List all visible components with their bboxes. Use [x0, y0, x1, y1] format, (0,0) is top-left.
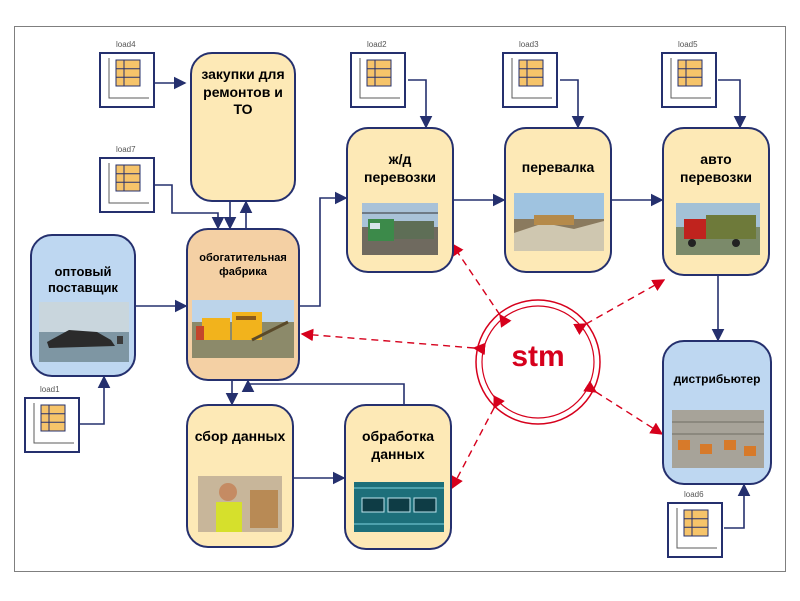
wire-dataprocessing-plant: [241, 379, 405, 404]
barge-photo: [39, 302, 129, 362]
stm-label[interactable]: stm: [511, 340, 565, 373]
node-data-collection[interactable]: сбор данных: [186, 404, 294, 548]
node-transshipment[interactable]: перевалка: [504, 127, 612, 273]
load5-label: load5: [678, 40, 698, 49]
load2-table-icon[interactable]: [350, 52, 406, 108]
load1-table-icon[interactable]: [24, 397, 80, 453]
wire-load3-transshipment: [560, 79, 585, 129]
node-supplier-label: оптовый поставщик: [48, 264, 118, 296]
transshipment-photo: [514, 193, 604, 251]
node-auto[interactable]: авто перевозки: [662, 127, 770, 276]
node-distributor-label: дистрибьютер: [673, 372, 761, 386]
wire-load2-rail: [408, 79, 433, 129]
stm-circle: [475, 299, 601, 425]
warehouse-photo: [672, 410, 764, 468]
stm-link-dataprocessing: [451, 395, 505, 490]
load4-label: load4: [116, 40, 136, 49]
wire-plant-rail: [300, 191, 348, 307]
plant-photo: [192, 300, 294, 358]
node-rail-label: ж/д перевозки: [364, 151, 436, 185]
node-auto-label: авто перевозки: [680, 151, 752, 185]
node-supplier[interactable]: оптовый поставщик: [30, 234, 136, 377]
node-rail[interactable]: ж/д перевозки: [346, 127, 454, 273]
train-photo: [362, 203, 438, 255]
stm-link-auto: [573, 279, 666, 335]
load3-table-icon[interactable]: [502, 52, 558, 108]
load6-table-icon[interactable]: [667, 502, 723, 558]
worker-photo: [198, 476, 282, 532]
load5-table-icon[interactable]: [661, 52, 717, 108]
node-data-processing-label: обработка данных: [361, 428, 435, 462]
wire-load5-auto: [718, 79, 747, 129]
node-data-collection-label: сбор данных: [194, 428, 286, 444]
load7-table-icon[interactable]: [99, 157, 155, 213]
load3-label: load3: [519, 40, 539, 49]
node-transshipment-label: перевалка: [521, 159, 595, 175]
node-distributor[interactable]: дистрибьютер: [662, 340, 772, 485]
load4-table-icon[interactable]: [99, 52, 155, 108]
stm-link-plant: [300, 328, 486, 356]
truck-photo: [676, 203, 760, 255]
load2-label: load2: [367, 40, 387, 49]
load7-label: load7: [116, 145, 136, 154]
stm-link-distributor: [583, 380, 664, 435]
node-plant-label: обогатительная фабрика: [199, 252, 287, 278]
node-plant[interactable]: обогатительная фабрика: [186, 228, 300, 381]
node-procurement-label: закупки для ремонтов и ТО: [201, 66, 285, 117]
node-data-processing[interactable]: обработка данных: [344, 404, 452, 550]
load1-label: load1: [40, 385, 60, 394]
node-procurement[interactable]: закупки для ремонтов и ТО: [190, 52, 296, 202]
wire-load7-plant: [155, 184, 225, 230]
stm-link-rail: [451, 242, 512, 328]
wire-load6-distributor: [724, 483, 751, 529]
load6-label: load6: [684, 490, 704, 499]
server-photo: [354, 482, 444, 532]
wire-load1-supplier: [78, 375, 111, 425]
